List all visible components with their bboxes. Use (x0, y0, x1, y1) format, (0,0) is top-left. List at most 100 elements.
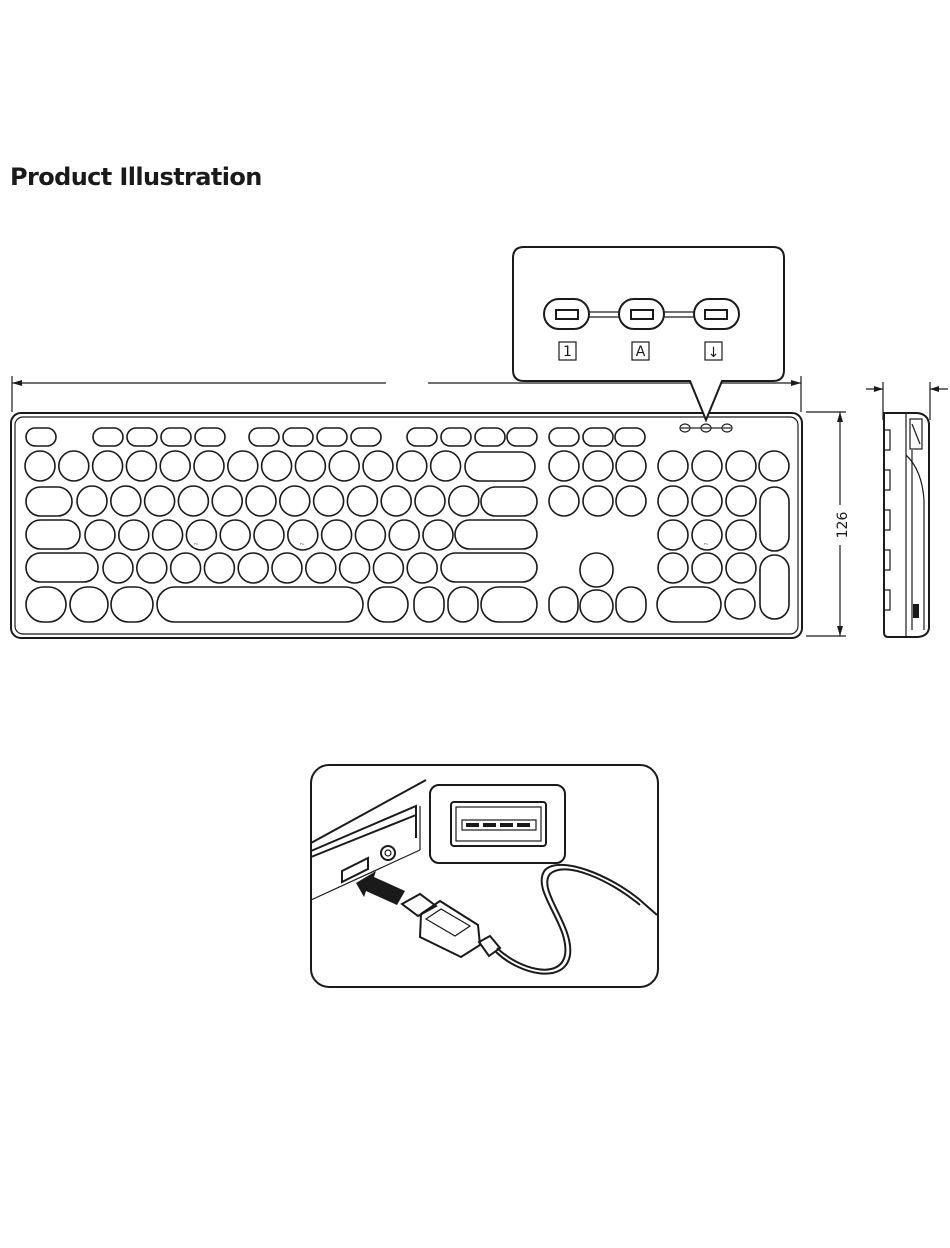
key-19 (126, 451, 156, 481)
key-63 (220, 520, 250, 550)
key-54 (658, 486, 688, 516)
key-11 (475, 428, 505, 446)
key-28 (431, 451, 461, 481)
key-87 (658, 553, 688, 583)
key-75 (103, 553, 133, 583)
key-92 (70, 587, 108, 622)
key-60 (119, 520, 149, 550)
key-12 (507, 428, 537, 446)
key-81 (306, 553, 336, 583)
key-15 (615, 428, 645, 446)
key-69 (423, 520, 453, 550)
key-88 (692, 553, 722, 583)
key-73 (726, 520, 756, 550)
key-20 (160, 451, 190, 481)
key-76 (137, 553, 167, 583)
key-78 (204, 553, 234, 583)
key-17 (59, 451, 89, 481)
key-91 (26, 587, 66, 622)
key-18 (93, 451, 123, 481)
key-103 (725, 589, 755, 619)
key-66 (322, 520, 352, 550)
key-86 (580, 553, 613, 587)
key-33 (658, 451, 688, 481)
key-0 (26, 428, 56, 446)
key-6 (283, 428, 313, 446)
key-84 (407, 553, 437, 583)
key-94 (157, 587, 363, 622)
key-57 (760, 487, 789, 551)
usb-port-icon (430, 785, 565, 863)
key-47 (381, 486, 411, 516)
key-90 (760, 555, 789, 619)
num-lock-symbol: 1 (563, 344, 572, 360)
key-26 (363, 451, 393, 481)
key-45 (314, 486, 344, 516)
key-22 (228, 451, 258, 481)
indicator-callout: 1 A ↓ (513, 247, 784, 420)
key-77 (171, 553, 201, 583)
key-32 (616, 451, 646, 481)
key-51 (549, 486, 579, 516)
key-55 (692, 486, 722, 516)
key-14 (583, 428, 613, 446)
key-27 (397, 451, 427, 481)
indicator-leds (680, 424, 732, 432)
key-41 (178, 486, 208, 516)
key-99 (549, 587, 578, 622)
key-30 (549, 451, 579, 481)
key-101 (616, 587, 646, 622)
key-82 (340, 553, 370, 583)
key-53 (616, 486, 646, 516)
key-24 (295, 451, 325, 481)
fn-key-legend-3: Fn (704, 542, 708, 546)
key-59 (85, 520, 115, 550)
key-100 (580, 590, 613, 622)
key-83 (373, 553, 403, 583)
key-61 (153, 520, 183, 550)
key-21 (194, 451, 224, 481)
key-49 (449, 486, 479, 516)
key-36 (759, 451, 789, 481)
caps-lock-symbol: A (636, 344, 646, 360)
key-96 (414, 587, 444, 622)
key-16 (25, 451, 55, 481)
key-58 (26, 520, 80, 549)
key-52 (583, 486, 613, 516)
key-1 (93, 428, 123, 446)
keyboard-side-view (884, 413, 929, 637)
key-46 (347, 486, 377, 516)
key-2 (127, 428, 157, 446)
key-8 (351, 428, 381, 446)
key-35 (726, 451, 756, 481)
key-3 (161, 428, 191, 446)
key-39 (111, 486, 141, 516)
key-71 (658, 520, 688, 550)
key-37 (26, 487, 72, 516)
key-25 (329, 451, 359, 481)
usb-connection-illustration (311, 765, 658, 987)
key-70 (455, 520, 537, 549)
key-31 (583, 451, 613, 481)
key-9 (407, 428, 437, 446)
key-64 (254, 520, 284, 550)
key-23 (262, 451, 292, 481)
key-79 (238, 553, 268, 583)
key-93 (111, 587, 153, 622)
key-42 (212, 486, 242, 516)
fn-key-legend-2: Fn (300, 542, 304, 546)
key-89 (726, 553, 756, 583)
key-85 (441, 553, 537, 582)
key-5 (249, 428, 279, 446)
key-13 (549, 428, 579, 446)
usb-plug-icon (402, 865, 657, 974)
key-95 (368, 587, 408, 622)
key-62 (186, 520, 216, 550)
key-74 (26, 553, 98, 582)
fn-key-legend-1: Fn (194, 542, 198, 546)
key-43 (246, 486, 276, 516)
key-10 (441, 428, 471, 446)
key-34 (692, 451, 722, 481)
key-48 (415, 486, 445, 516)
key-67 (355, 520, 385, 550)
